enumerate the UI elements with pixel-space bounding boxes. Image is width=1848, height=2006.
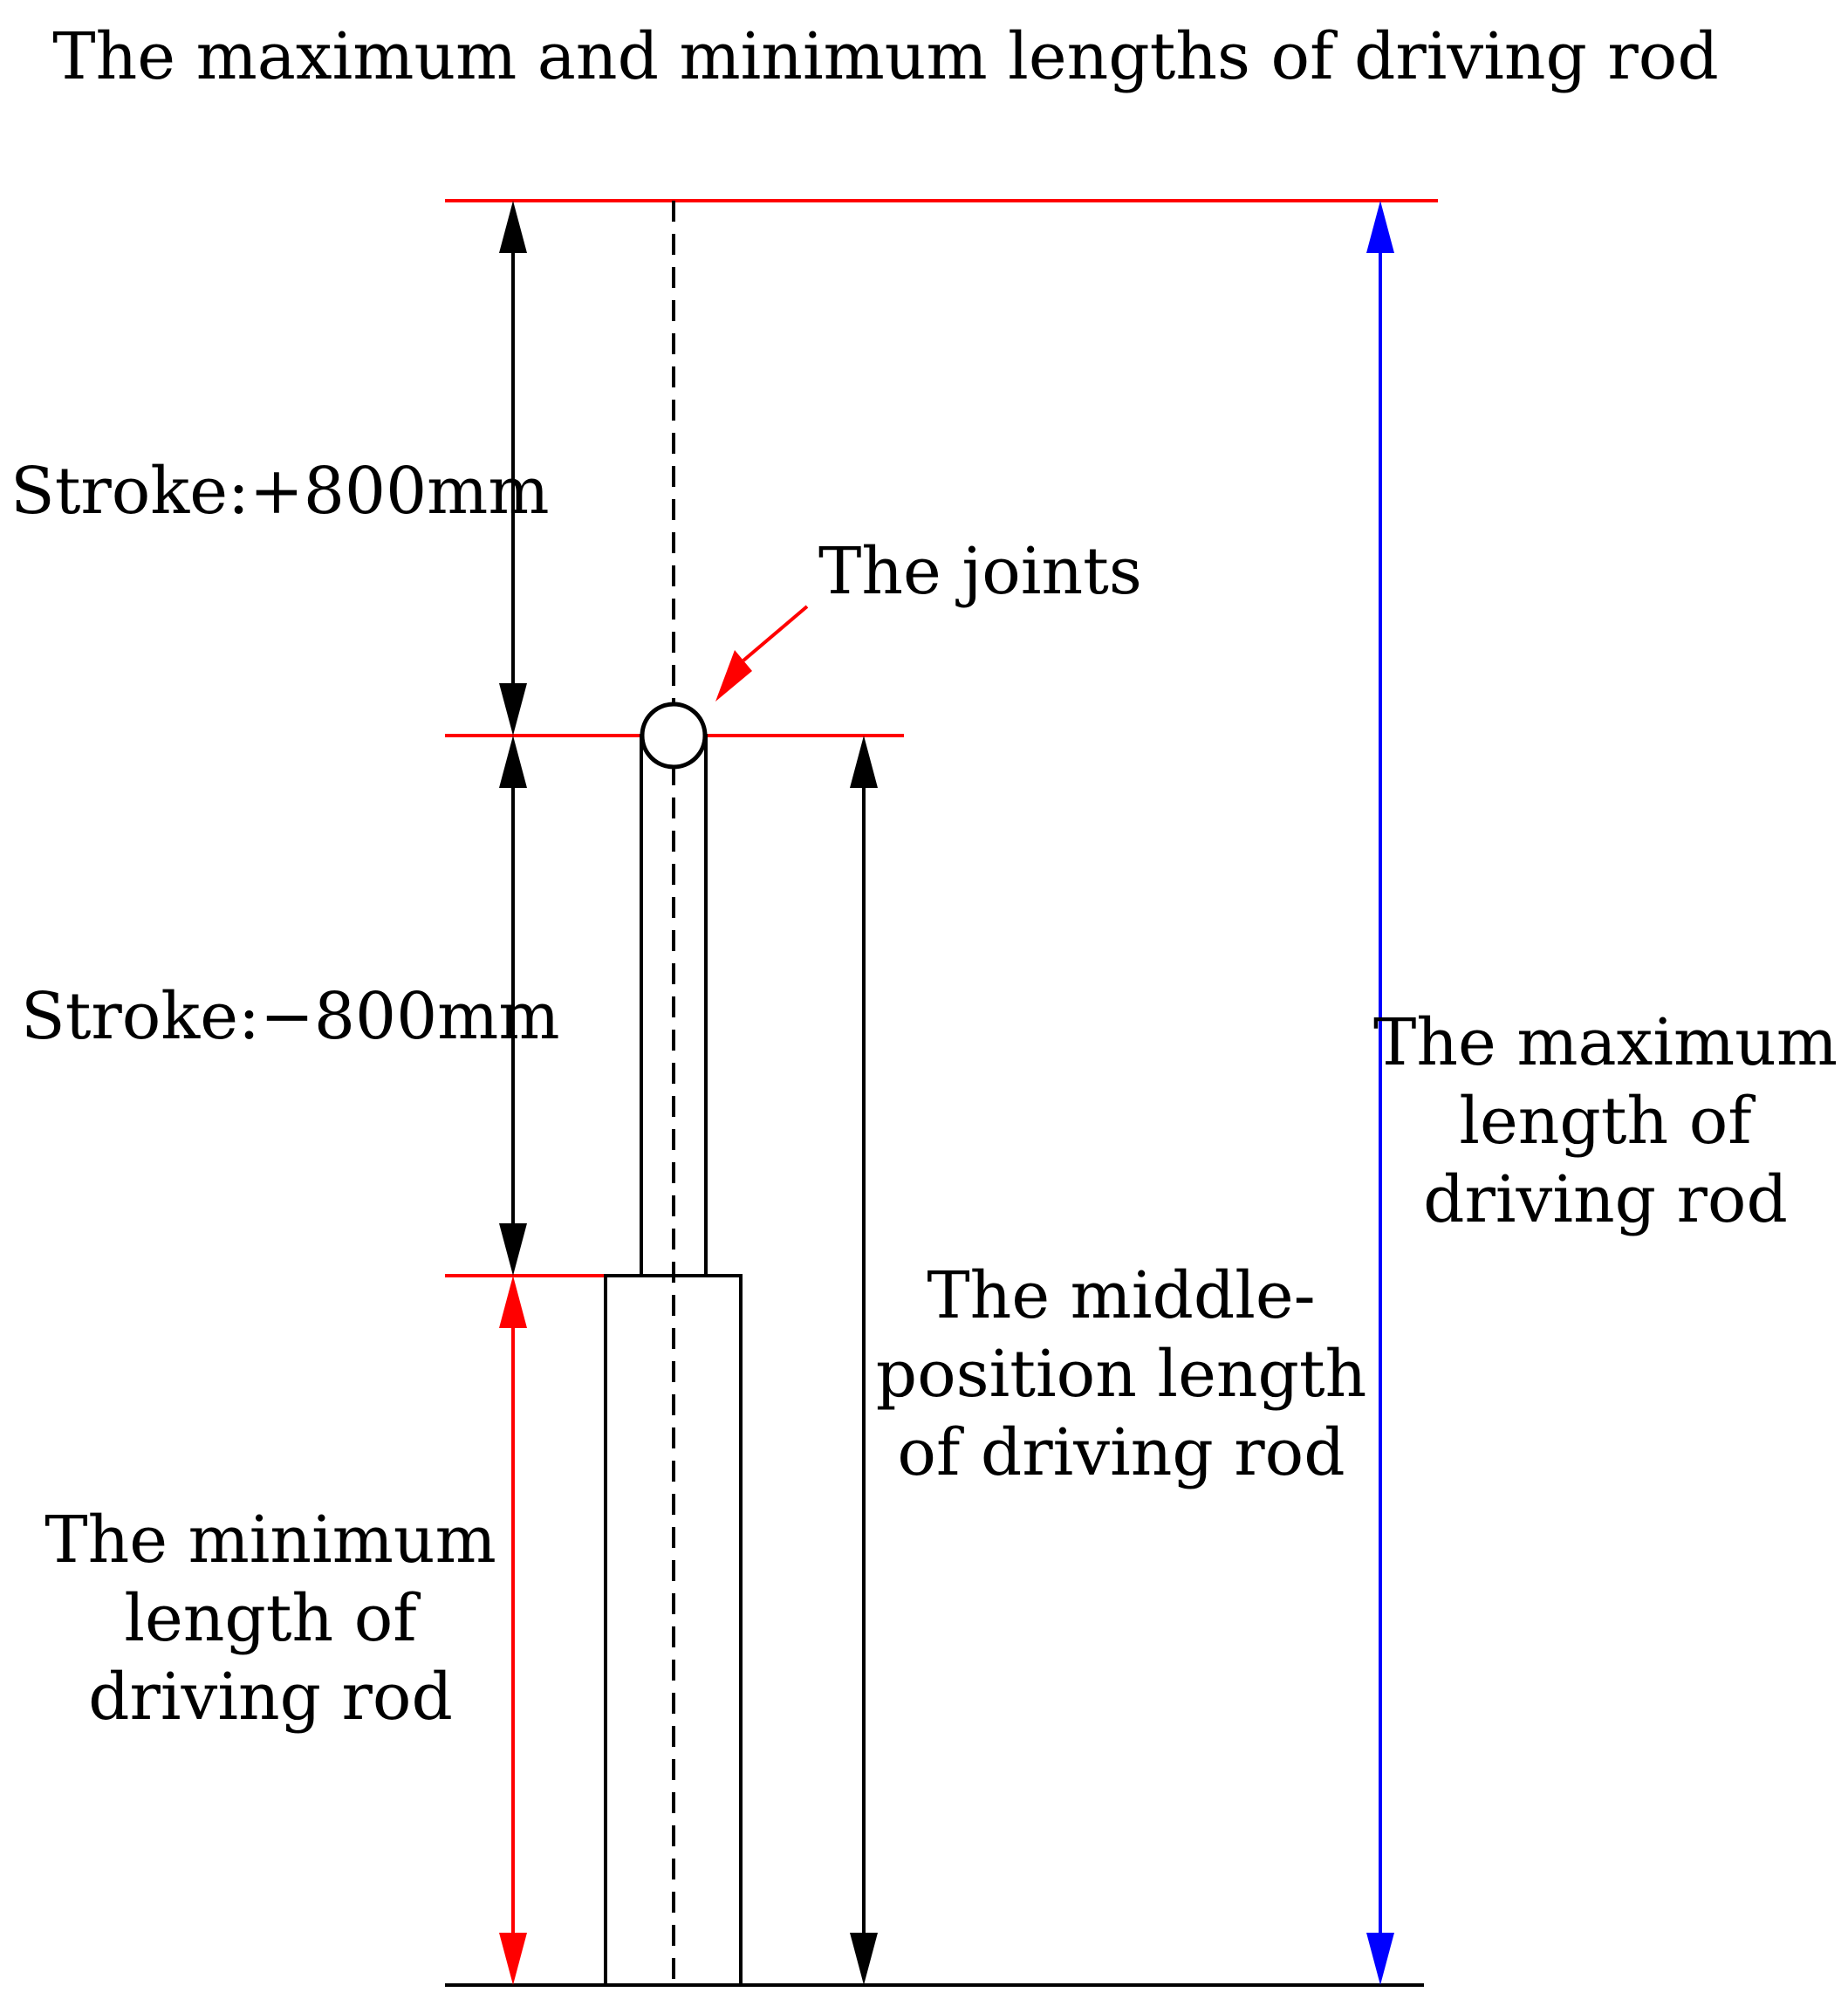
stroke-minus-dimension [499,736,527,1276]
stroke-plus-label: Stroke:+800mm [10,454,550,529]
cylinder-body [604,1274,743,1987]
middle-length-label-line3: of driving rod [897,1415,1345,1490]
pointer-arrow-icon [715,605,809,702]
stroke-plus-dimension [499,201,527,736]
max-length-label-line2: length of [1459,1084,1756,1159]
stroke-minus-label: Stroke:−800mm [21,979,560,1054]
max-length-label-line3: driving rod [1423,1162,1788,1237]
joints-label: The joints [818,534,1142,609]
max-length-label-line1: The maximum [1373,1005,1838,1080]
min-length-label-line2: length of [124,1581,421,1656]
min-length-label-line1: The minimum [44,1503,496,1578]
middle-length-dimension [850,736,878,1985]
min-length-dimension [499,1276,527,1985]
joint-circle-icon [640,702,708,770]
diagram-title: The maximum and minimum lengths of drivi… [52,19,1718,94]
min-length-label-line3: driving rod [88,1660,453,1735]
middle-length-label-line2: position length [876,1337,1367,1412]
max-length-dimension [1366,201,1394,1985]
middle-length-label-line1: The middle- [927,1258,1315,1333]
